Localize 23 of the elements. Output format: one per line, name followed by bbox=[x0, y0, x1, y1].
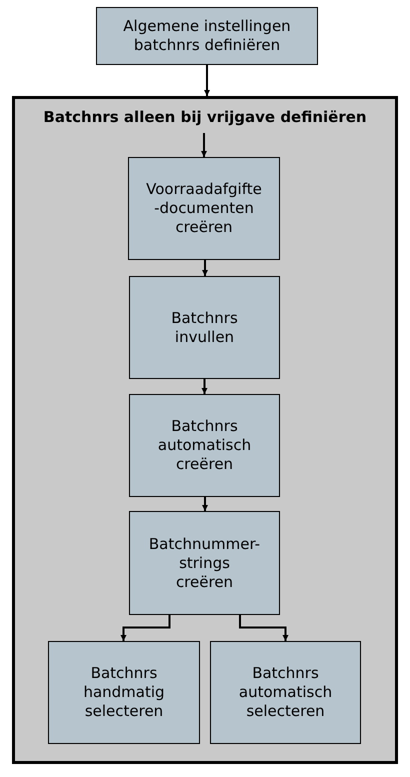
process-box bbox=[129, 394, 280, 497]
arrow bbox=[201, 133, 207, 157]
arrow bbox=[204, 65, 210, 96]
step-label: Voorraadafgifte -documenten creëren bbox=[145, 180, 263, 237]
step-label: Batchnummer-strings creëren bbox=[148, 534, 262, 592]
arrow bbox=[239, 615, 288, 641]
group-panel bbox=[12, 96, 398, 764]
process-box bbox=[96, 7, 318, 65]
process-box bbox=[129, 511, 280, 615]
process-box bbox=[128, 157, 280, 260]
arrow bbox=[120, 615, 170, 641]
process-box bbox=[48, 641, 200, 744]
step-label: Batchnrs invullen bbox=[170, 308, 239, 346]
process-box bbox=[210, 641, 361, 744]
step-label: Batchnrs handmatig selecteren bbox=[82, 664, 166, 721]
step-label: Batchnrs automatisch creëren bbox=[156, 417, 252, 474]
group-heading: Batchnrs alleen bij vrijgave definiëren bbox=[42, 108, 368, 127]
arrow bbox=[202, 497, 208, 511]
step-label: Batchnrs automatisch selecteren bbox=[238, 664, 334, 721]
arrow bbox=[202, 379, 208, 394]
step-label: Algemene instellingen batchnrs definiëren bbox=[122, 17, 292, 55]
process-box bbox=[129, 276, 280, 379]
arrow bbox=[202, 260, 208, 276]
